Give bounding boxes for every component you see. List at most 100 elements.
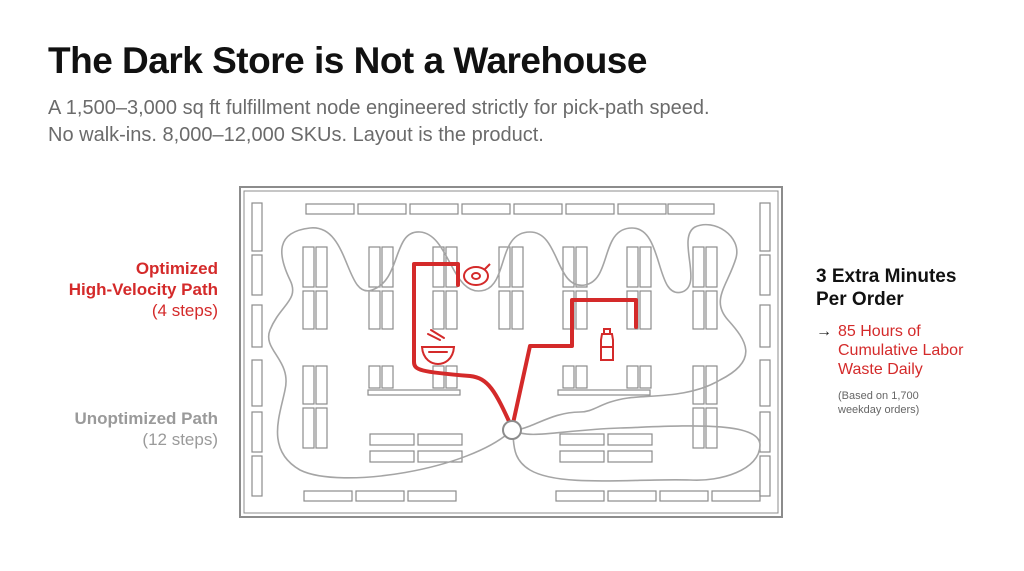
page-title: The Dark Store is Not a Warehouse xyxy=(48,40,647,81)
right-wall-shelf xyxy=(759,411,771,453)
left-wall-shelf xyxy=(251,455,263,497)
note-line-2: weekday orders) xyxy=(838,404,920,416)
aisle-shelf xyxy=(432,290,445,330)
stat-headline-line-1: 3 Extra Minutes xyxy=(816,266,957,287)
bottom-shelf xyxy=(607,490,657,502)
aisle-shelf xyxy=(368,246,381,288)
aisle-shelf xyxy=(498,246,511,288)
stat-headline: 3 Extra Minutes Per Order xyxy=(816,265,1016,311)
aisle-shelf xyxy=(381,290,394,330)
aisle-shelf xyxy=(575,290,588,330)
aisle-shelf xyxy=(705,407,718,449)
right-wall-shelf xyxy=(759,455,771,497)
left-wall-shelf xyxy=(251,254,263,296)
top-shelf xyxy=(305,203,355,215)
meat-icon xyxy=(463,263,491,286)
left-wall-shelf xyxy=(251,359,263,407)
optimized-label-line-1: Optimized xyxy=(135,259,218,278)
aisle-shelf xyxy=(692,290,705,330)
left-wall-shelf xyxy=(251,411,263,453)
aisle-shelf xyxy=(445,365,458,389)
top-shelf xyxy=(617,203,667,215)
island-shelf xyxy=(417,433,463,446)
top-shelf xyxy=(357,203,407,215)
top-shelf xyxy=(667,203,715,215)
optimized-path-label: Optimized High-Velocity Path (4 steps) xyxy=(69,258,218,321)
bottom-shelf xyxy=(407,490,457,502)
aisle-shelf xyxy=(626,246,639,288)
right-wall-shelf xyxy=(759,202,771,252)
aisle-shelf xyxy=(575,365,588,389)
aisle-shelf xyxy=(315,365,328,405)
aisle-shelf xyxy=(302,365,315,405)
aisle-shelf xyxy=(315,246,328,288)
outer-wall xyxy=(239,186,783,518)
top-shelf xyxy=(409,203,459,215)
bottom-shelf xyxy=(355,490,405,502)
stat-impact-text: 85 Hours of Cumulative Labor Waste Daily xyxy=(838,322,963,379)
aisle-shelf xyxy=(511,290,524,330)
top-shelf xyxy=(513,203,563,215)
island-shelf xyxy=(607,433,653,446)
stat-impact: → 85 Hours of Cumulative Labor Waste Dai… xyxy=(816,322,1016,379)
top-shelf xyxy=(565,203,615,215)
inner-wall xyxy=(243,190,779,514)
island-shelf xyxy=(559,433,605,446)
aisle-shelf xyxy=(511,246,524,288)
aisle-shelf xyxy=(381,246,394,288)
bottom-shelf xyxy=(659,490,709,502)
aisle-shelf xyxy=(575,246,588,288)
right-wall-shelf xyxy=(759,254,771,296)
aisle-shelf xyxy=(368,365,381,389)
optimized-path xyxy=(412,262,638,430)
left-wall-shelf xyxy=(251,202,263,252)
island-shelf xyxy=(607,450,653,463)
unoptimized-path-lower xyxy=(511,425,761,482)
aisle-shelf xyxy=(692,407,705,449)
impact-line-1: 85 Hours of xyxy=(838,323,921,340)
aisle-shelf xyxy=(302,290,315,330)
gondola-base xyxy=(557,389,651,396)
island-shelf xyxy=(417,450,463,463)
aisle-shelf xyxy=(692,246,705,288)
unoptimized-label-line-1: Unoptimized Path xyxy=(74,409,218,428)
arrow-right-icon: → xyxy=(816,323,832,340)
aisle-shelf xyxy=(315,407,328,449)
bottom-shelf xyxy=(303,490,353,502)
island-shelf xyxy=(369,450,415,463)
aisle-shelf xyxy=(705,246,718,288)
aisle-shelf xyxy=(445,290,458,330)
aisle-shelf xyxy=(432,365,445,389)
aisle-shelf xyxy=(639,365,652,389)
unoptimized-path-label: Unoptimized Path (12 steps) xyxy=(74,408,218,450)
note-line-1: (Based on 1,700 xyxy=(838,390,919,402)
bottom-shelf xyxy=(555,490,605,502)
island-shelf xyxy=(369,433,415,446)
noodle-bowl-icon xyxy=(420,329,456,366)
bottom-shelf xyxy=(711,490,761,502)
aisle-shelf xyxy=(639,246,652,288)
aisle-shelf xyxy=(692,365,705,405)
subtitle-line-1: A 1,500–3,000 sq ft fulfillment node eng… xyxy=(48,97,710,119)
aisle-shelf xyxy=(562,246,575,288)
aisle-shelf xyxy=(562,365,575,389)
gondola-base xyxy=(367,389,461,396)
right-wall-shelf xyxy=(759,359,771,407)
aisle-shelf xyxy=(432,246,445,288)
impact-line-3: Waste Daily xyxy=(838,361,923,378)
aisle-shelf xyxy=(315,290,328,330)
right-wall-shelf xyxy=(759,304,771,348)
unoptimized-steps: (12 steps) xyxy=(142,430,218,449)
subtitle: A 1,500–3,000 sq ft fulfillment node eng… xyxy=(48,95,710,149)
aisle-shelf xyxy=(368,290,381,330)
aisle-shelf xyxy=(626,365,639,389)
subtitle-line-2: No walk-ins. 8,000–12,000 SKUs. Layout i… xyxy=(48,124,544,146)
aisle-shelf xyxy=(639,290,652,330)
bottle-icon xyxy=(600,328,614,361)
left-wall-shelf xyxy=(251,304,263,348)
aisle-shelf xyxy=(381,365,394,389)
impact-line-2: Cumulative Labor xyxy=(838,342,964,359)
aisle-shelf xyxy=(705,290,718,330)
packing-station-node xyxy=(502,420,522,440)
